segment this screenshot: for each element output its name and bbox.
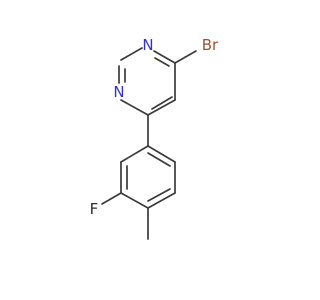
bond-c3p-c4p — [120, 192, 149, 209]
bond-c6-n1 — [153, 50, 176, 64]
atom-n3-label: N — [113, 83, 124, 101]
bond-c6-br — [174, 50, 197, 64]
bond-c4p-c5p — [147, 192, 176, 209]
bond-c4-c5 — [147, 99, 176, 116]
bond-n1-c2 — [120, 47, 143, 61]
bond-c6p-c1p-inner — [147, 152, 171, 167]
bond-c3p-f — [101, 192, 122, 205]
bond-c1p-c2p — [120, 145, 149, 163]
molecule-structure: N N Br F — [90, 36, 219, 240]
bond-c4-c5-inner — [151, 96, 173, 110]
atom-n1-label: N — [142, 36, 153, 54]
bond-n3-c4 — [120, 99, 149, 116]
bond-c6p-c1p — [147, 145, 176, 163]
bond-c4p-c5p-inner — [147, 188, 171, 202]
atom-f-label: F — [90, 200, 99, 218]
bond-c6-n1-inner — [154, 57, 170, 67]
atom-br-label: Br — [202, 36, 219, 54]
